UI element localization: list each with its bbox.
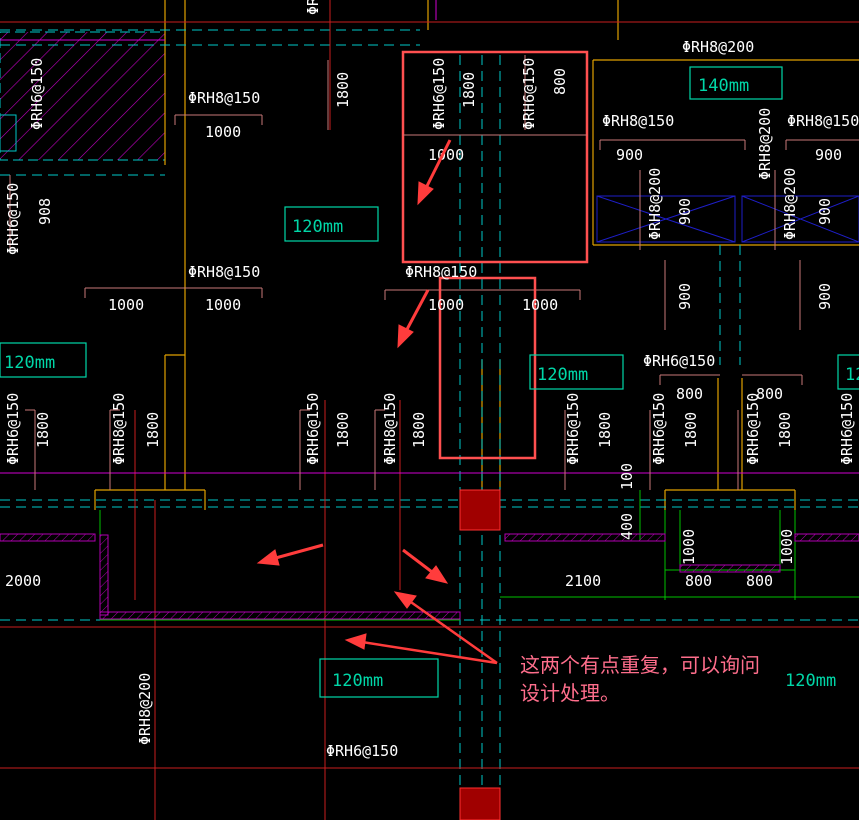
rebar-label: ΦRH6@150 — [326, 742, 398, 760]
dimension-label: 1000 — [428, 296, 464, 314]
column-mid — [459, 489, 501, 531]
slab-thickness-label: 120mm — [4, 353, 55, 373]
dimension-label: 900 — [816, 198, 834, 225]
dimension-label: 1800 — [334, 72, 352, 108]
dimension-label: 1000 — [108, 296, 144, 314]
dimension-label: 1000 — [205, 123, 241, 141]
slab-thickness-label: 120mm — [537, 365, 588, 385]
dimension-label: 1800 — [410, 412, 428, 448]
dimension-label: 1800 — [460, 72, 478, 108]
rebar-label: ΦRH8@200 — [136, 673, 154, 745]
dimension-label: 800 — [685, 572, 712, 590]
dimension-label: 900 — [815, 146, 842, 164]
hatched-wall — [0, 31, 166, 161]
markup-arrows — [256, 139, 498, 665]
rebar-label: ΦRH6@150 — [744, 393, 762, 465]
arrow-icon — [256, 543, 324, 566]
annotation-line-1: 这两个有点重复，可以询问 — [520, 653, 760, 677]
dimension-label: 2100 — [565, 572, 601, 590]
rebar-label: ΦRH8@150 — [602, 112, 674, 130]
slab-thickness-label: 12 — [845, 365, 859, 385]
rebar-label: ΦRH8@150 — [381, 393, 399, 465]
rebar-label: ΦRH6@150 — [564, 393, 582, 465]
review-annotation: 这两个有点重复，可以询问 设计处理。 — [520, 653, 760, 705]
rebar-label: ΦRH8@200 — [756, 108, 774, 180]
dimension-label: 1800 — [596, 412, 614, 448]
dimension-label: 900 — [676, 283, 694, 310]
dimension-label: 1000 — [680, 529, 698, 565]
dimension-label: 1000 — [428, 146, 464, 164]
slab-thickness-label: 120mm — [292, 217, 343, 237]
arrow-icon — [402, 548, 449, 584]
rebar-label: ΦRH6@150 — [304, 393, 322, 465]
dimension-label: 800 — [676, 385, 703, 403]
blue-panels — [596, 195, 859, 243]
dashed-grid — [0, 29, 859, 820]
dim-brackets — [9, 55, 859, 490]
balcony-strip-right2 — [794, 533, 859, 542]
slab-thickness-label: 120mm — [785, 671, 836, 691]
rebar-label: ΦRH8@150 — [405, 263, 477, 281]
dimension-label: 100 — [618, 463, 636, 490]
markup-box-mid — [438, 276, 537, 460]
dimension-label: 1000 — [205, 296, 241, 314]
annotation-line-2: 设计处理。 — [520, 681, 620, 705]
rebar-label: ΦRH6@150 — [28, 58, 46, 130]
rebar-label: ΦRH6@150 — [520, 58, 538, 130]
dimension-label: 900 — [676, 198, 694, 225]
slab-thickness-label: 140mm — [698, 76, 749, 96]
dimension-label: 2000 — [5, 572, 41, 590]
dimension-label: 1800 — [776, 412, 794, 448]
dimension-label: 900 — [616, 146, 643, 164]
rebar-label: ΦRH8@200 — [781, 168, 799, 240]
dimension-label: 1800 — [144, 412, 162, 448]
dimension-label: 908 — [36, 198, 54, 225]
dimension-label: 1000 — [778, 529, 796, 565]
small-box — [0, 114, 17, 152]
slab-thickness-label: 120mm — [332, 671, 383, 691]
wall-lines — [94, 0, 859, 510]
dimension-label: 1800 — [34, 412, 52, 448]
rebar-label: ΦRH6@150 — [430, 58, 448, 130]
markup-box-top — [401, 50, 589, 264]
rebar-label: ΦRH8@200 — [682, 38, 754, 56]
dimension-label: 1800 — [682, 412, 700, 448]
dimension-label: 800 — [746, 572, 773, 590]
rebar-label: ΦRH8@150 — [188, 89, 260, 107]
column-bottom — [459, 787, 501, 820]
dimension-labels: 1000 1000 900 900 1000 1000 1000 1000 80… — [5, 68, 842, 590]
balcony-strip-right — [504, 533, 666, 542]
rebar-label: ΦRH6@150 — [4, 183, 22, 255]
arrow-icon — [393, 591, 498, 665]
rebar-labels: ΦRH8@200 ΦRH8@150 ΦRH8@150 ΦRH8@150 ΦRH8… — [4, 0, 859, 760]
dimension-label: 800 — [756, 385, 783, 403]
rebar-label: ΦRH6@150 — [650, 393, 668, 465]
dimension-label: 400 — [618, 513, 636, 540]
dimension-label: 900 — [816, 283, 834, 310]
rebar-label: ΦRH6@150 — [4, 393, 22, 465]
dimension-label: 1800 — [334, 412, 352, 448]
rebar-label: ΦRH8@150 — [188, 263, 260, 281]
rebar-label: ΦRH6@150 — [304, 0, 322, 15]
rebar-label: ΦRH8@150 — [787, 112, 859, 130]
balcony-strip-side — [99, 534, 109, 616]
balcony-strip-bottom — [99, 611, 461, 620]
dimension-label: 800 — [551, 68, 569, 95]
arrow-icon — [344, 633, 498, 665]
magenta-lines — [0, 0, 859, 474]
dimension-label: 1000 — [522, 296, 558, 314]
slab-labels: 140mm 120mm 120mm 120mm 12 120mm 120mm — [0, 66, 859, 698]
rebar-label: ΦRH8@150 — [110, 393, 128, 465]
rebar-label: ΦRH6@150 — [643, 352, 715, 370]
arrow-icon — [397, 289, 430, 349]
rebar-label: ΦRH6@150 — [838, 393, 856, 465]
rebar-label: ΦRH8@200 — [646, 168, 664, 240]
balcony-strip-mid — [679, 564, 781, 573]
arrow-icon — [417, 139, 452, 206]
balcony-strip-left — [0, 533, 96, 542]
